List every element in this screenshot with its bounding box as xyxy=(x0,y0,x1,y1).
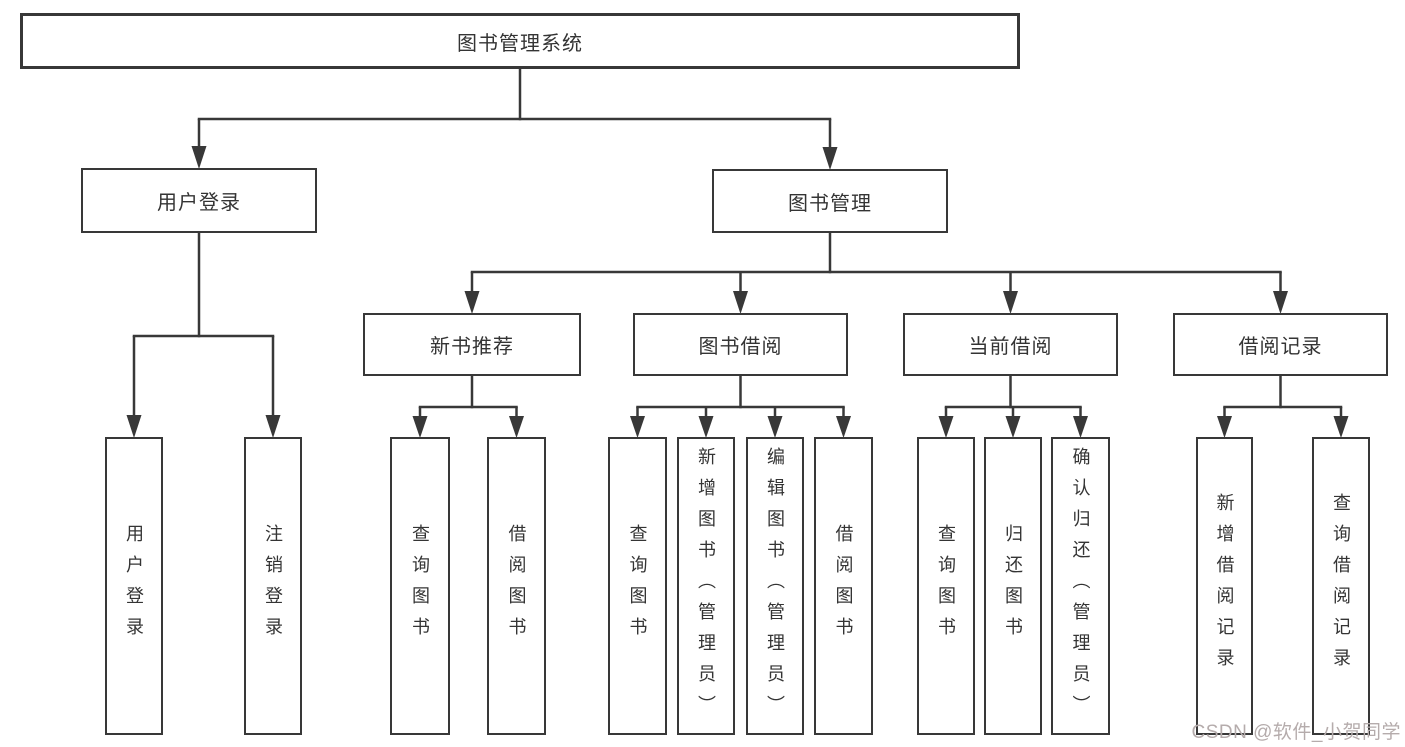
leaf-query-books-borrow: 查询图书 xyxy=(608,437,667,735)
node-new-book-recommend: 新书推荐 xyxy=(363,313,581,376)
leaf-add-borrow-record: 新增借阅记录 xyxy=(1196,437,1253,735)
leaf-query-books-recommend: 查询图书 xyxy=(390,437,450,735)
connector-user-login-split xyxy=(126,233,281,438)
leaf-borrow-books: 借阅图书 xyxy=(814,437,873,735)
leaf-return-book: 归还图书 xyxy=(984,437,1042,735)
connector-current-borrow-split xyxy=(938,376,1088,438)
leaf-borrow-books-recommend: 借阅图书 xyxy=(487,437,546,735)
leaf-logout: 注销登录 xyxy=(244,437,302,735)
leaf-add-book-admin: 新增图书（管理员） xyxy=(677,437,735,735)
leaf-confirm-return-admin: 确认归还（管理员） xyxy=(1051,437,1110,735)
leaf-query-borrow-record: 查询借阅记录 xyxy=(1312,437,1370,735)
connector-book-management-split xyxy=(464,233,1288,314)
watermark: CSDN @软件_小贺同学 xyxy=(1191,722,1401,743)
node-library-management-system: 图书管理系统 xyxy=(20,13,1020,69)
leaf-query-books-current: 查询图书 xyxy=(917,437,975,735)
leaf-edit-book-admin: 编辑图书（管理员） xyxy=(746,437,804,735)
connector-root-split xyxy=(191,69,838,170)
node-book-borrow: 图书借阅 xyxy=(633,313,848,376)
node-current-borrow: 当前借阅 xyxy=(903,313,1118,376)
connector-book-borrow-split xyxy=(630,376,851,438)
leaf-user-login: 用户登录 xyxy=(105,437,163,735)
connector-new-book-split xyxy=(412,376,524,438)
node-user-login: 用户登录 xyxy=(81,168,317,233)
node-borrow-records: 借阅记录 xyxy=(1173,313,1388,376)
node-book-management: 图书管理 xyxy=(712,169,948,233)
connector-borrow-record-split xyxy=(1217,376,1349,438)
